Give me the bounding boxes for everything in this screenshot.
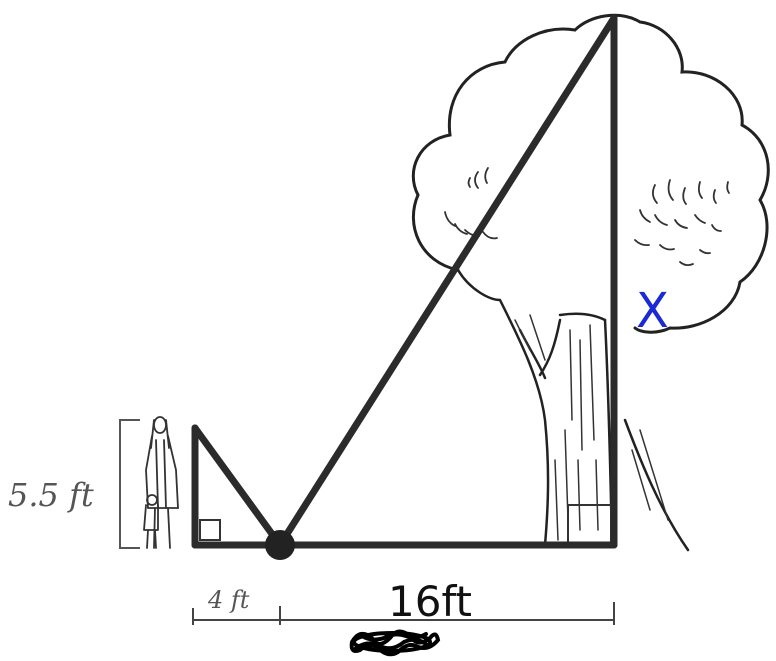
large-triangle	[191, 14, 618, 549]
unknown-height-marker: X	[636, 283, 669, 339]
mirror-point-icon	[265, 530, 295, 560]
unknown-height-label: X	[636, 283, 669, 339]
person-to-mirror-label: 4 ft	[207, 586, 250, 614]
person-height-label: 5.5 ft	[8, 476, 94, 514]
tree-icon	[411, 13, 770, 552]
scribble-mark	[349, 629, 441, 657]
small-triangle	[191, 424, 284, 549]
tree-canopy	[411, 13, 770, 334]
right-angle-marker-tree	[567, 504, 612, 546]
mirror-to-tree-label: 16ft	[388, 577, 472, 626]
height-bracket	[119, 419, 140, 549]
person-figure-icon	[143, 416, 179, 549]
dimension-lines	[192, 602, 615, 625]
right-angle-marker-person	[199, 519, 221, 541]
